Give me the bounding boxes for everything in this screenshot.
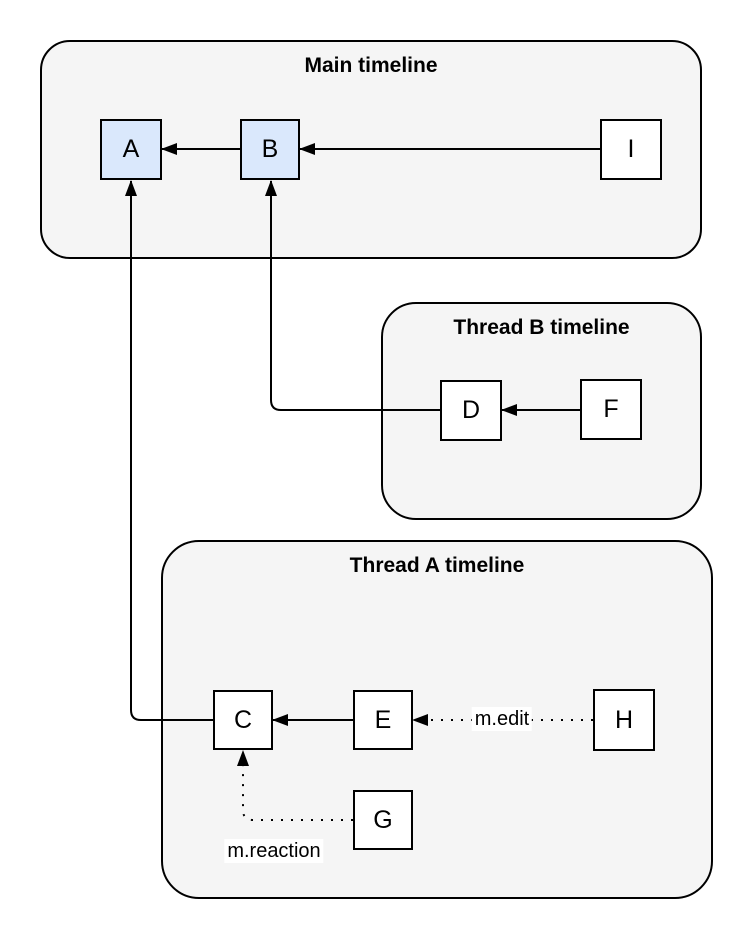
main-timeline-title: Main timeline	[304, 54, 438, 77]
node-C: C	[213, 690, 273, 750]
node-E: E	[353, 690, 413, 750]
node-A-label: A	[122, 135, 140, 163]
node-C-label: C	[233, 705, 253, 734]
node-D-label: D	[461, 396, 481, 424]
edge-label-m-reaction: m.reaction	[224, 839, 324, 863]
thread-b-timeline-title: Thread B timeline	[453, 316, 630, 339]
node-H-label: H	[614, 705, 634, 734]
node-E-label: E	[374, 705, 392, 734]
node-B: B	[240, 119, 300, 180]
container-thread-b-timeline: Thread B timeline	[381, 302, 702, 520]
node-F-label: F	[603, 395, 619, 423]
node-B-label: B	[261, 135, 279, 163]
thread-a-timeline-title: Thread A timeline	[349, 554, 525, 577]
node-I-label: I	[627, 135, 635, 163]
node-G: G	[353, 790, 413, 850]
node-H: H	[593, 689, 655, 751]
node-I: I	[600, 119, 662, 180]
node-D: D	[440, 380, 502, 441]
edge-label-m-edit: m.edit	[471, 707, 533, 731]
node-A: A	[100, 119, 162, 180]
node-F: F	[580, 379, 642, 440]
node-G-label: G	[373, 805, 393, 834]
